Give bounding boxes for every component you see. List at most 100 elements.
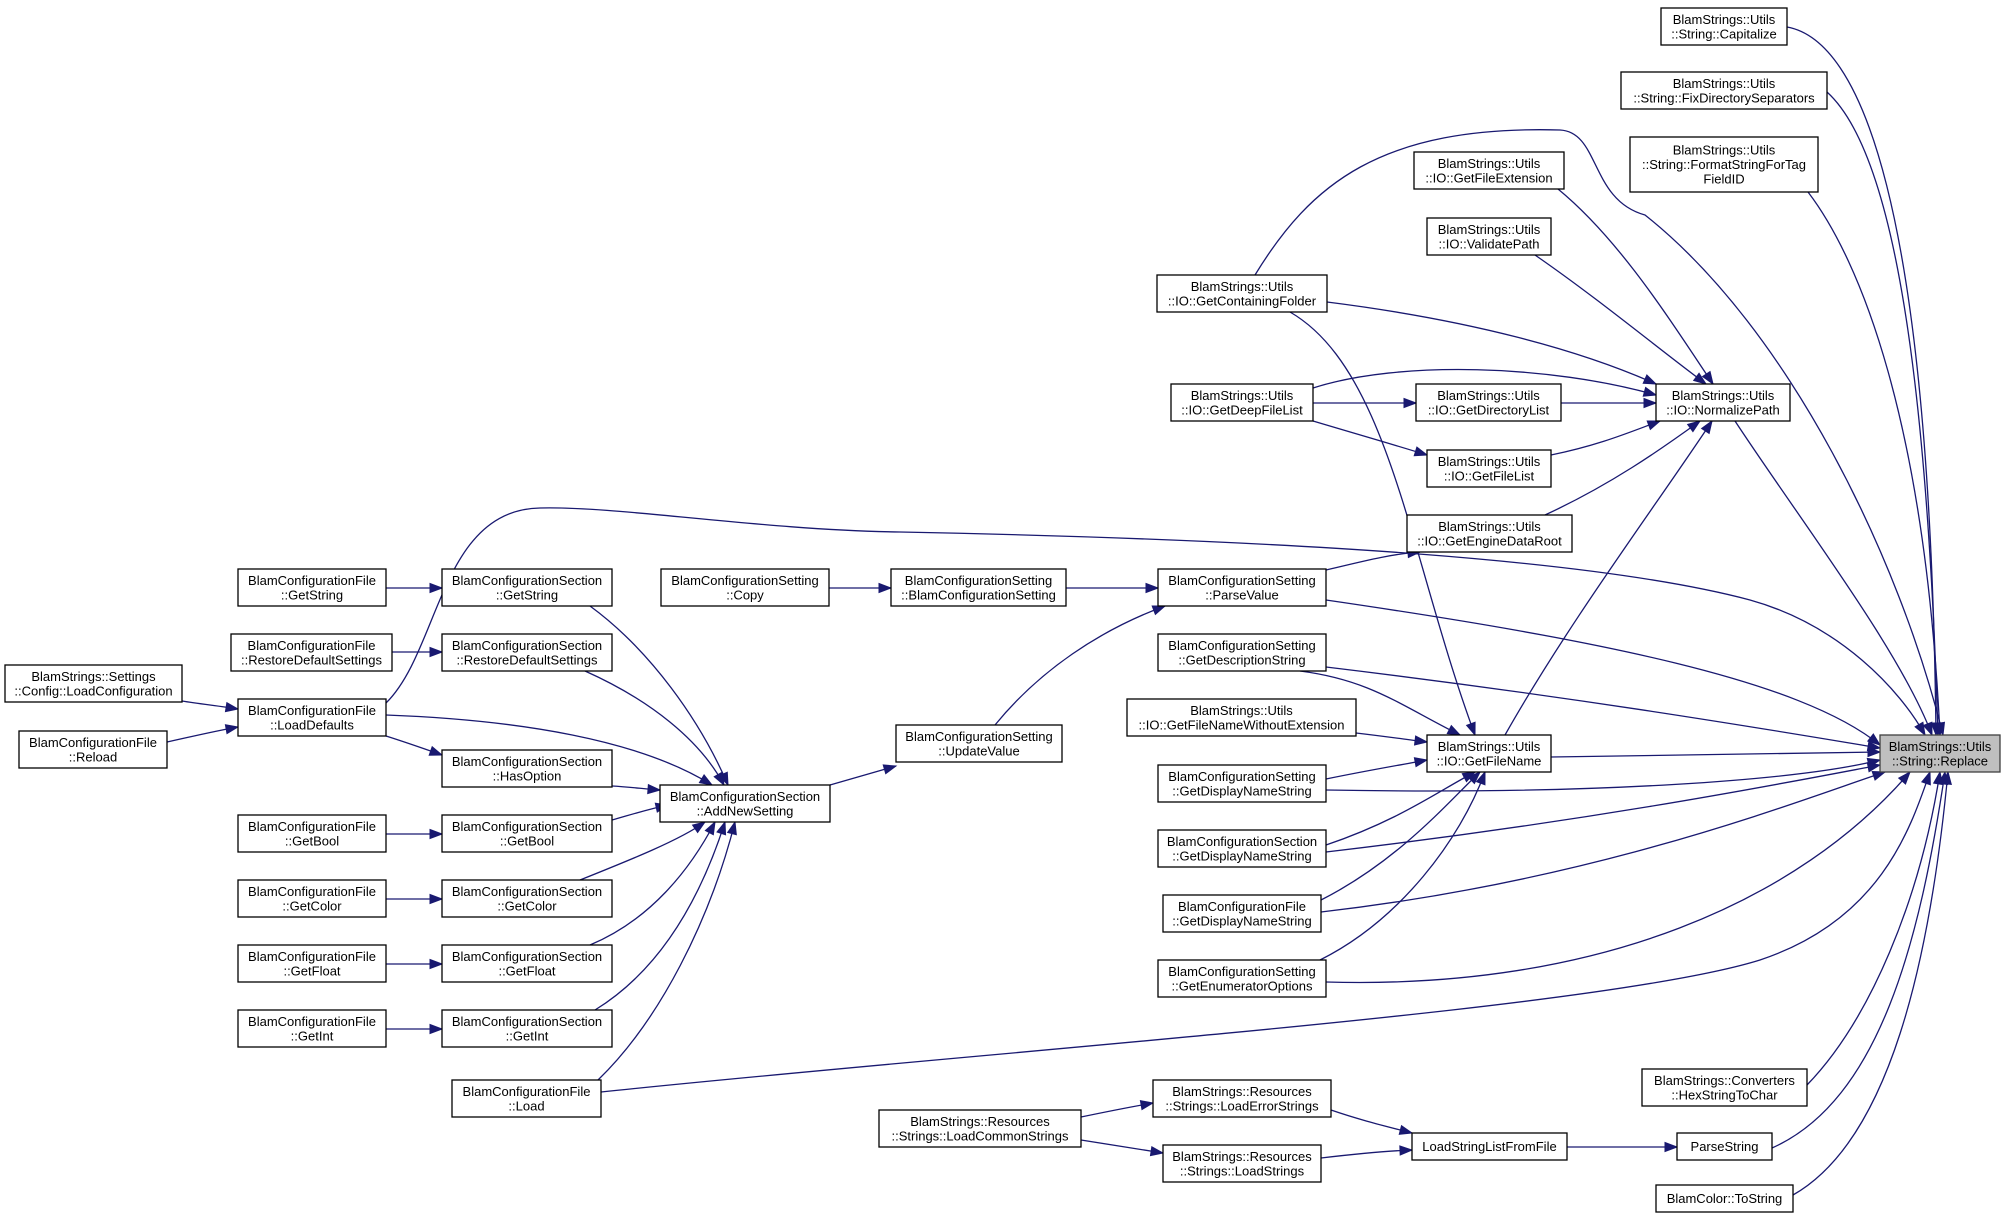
node-box <box>878 1109 1082 1148</box>
node-cs-dispname[interactable]: BlamConfigurationSection::GetDisplayName… <box>1157 829 1327 868</box>
node-getenginedataroot[interactable]: BlamStrings::Utils::IO::GetEngineDataRoo… <box>1406 514 1573 553</box>
node-cs-restore[interactable]: BlamConfigurationSection::RestoreDefault… <box>441 633 613 672</box>
edge-line <box>385 714 713 786</box>
edge-line <box>1786 26 1937 736</box>
edge-line <box>1330 1109 1413 1134</box>
arrowhead <box>1871 770 1887 781</box>
node-parsevalue[interactable]: BlamConfigurationSetting::ParseValue <box>1157 568 1327 607</box>
node-cf-getfloat[interactable]: BlamConfigurationFile::GetFloat <box>237 944 387 983</box>
node-label-line: BlamConfigurationSection <box>452 949 602 964</box>
edge-reload-to-loaddefaults <box>166 724 240 743</box>
node-box <box>1156 274 1328 313</box>
node-getfileext[interactable]: BlamStrings::Utils::IO::GetFileExtension <box>1413 151 1565 190</box>
node-hasoption[interactable]: BlamConfigurationSection::HasOption <box>441 749 613 788</box>
node-loaddefaults[interactable]: BlamConfigurationFile::LoadDefaults <box>237 698 387 737</box>
node-updatevalue[interactable]: BlamConfigurationSetting::UpdateValue <box>895 724 1063 763</box>
node-capitalize[interactable]: BlamStrings::Utils::String::Capitalize <box>1660 7 1788 46</box>
edge-line <box>1299 670 1461 736</box>
edge-line <box>589 821 716 946</box>
arrowhead <box>1642 374 1658 385</box>
arrowhead <box>1686 420 1702 433</box>
node-addnewsetting[interactable]: BlamConfigurationSection::AddNewSetting <box>659 784 831 823</box>
node-cs-getint[interactable]: BlamConfigurationSection::GetInt <box>441 1009 613 1048</box>
edge-line <box>600 771 1931 1093</box>
edge-line <box>1325 771 1911 984</box>
node-label-line: ::GetEnumeratorOptions <box>1172 978 1313 993</box>
node-getcontaining[interactable]: BlamStrings::Utils::IO::GetContainingFol… <box>1156 274 1328 313</box>
node-label-line: BlamConfigurationFile <box>248 638 376 653</box>
node-cset-ctor[interactable]: BlamConfigurationSetting::BlamConfigurat… <box>890 568 1067 607</box>
node-box <box>1157 829 1327 868</box>
node-label-line: BlamConfigurationFile <box>248 819 376 834</box>
node-getfilename[interactable]: BlamStrings::Utils::IO::GetFileName <box>1426 734 1552 773</box>
node-cs-getfloat[interactable]: BlamConfigurationSection::GetFloat <box>441 944 613 983</box>
node-loadconfig[interactable]: BlamStrings::Settings::Config::LoadConfi… <box>4 664 183 703</box>
node-normalizepath[interactable]: BlamStrings::Utils::IO::NormalizePath <box>1655 383 1791 422</box>
edge-getdeepfilelist-to-getfilelist <box>1312 420 1429 457</box>
node-getdeepfilelist[interactable]: BlamStrings::Utils::IO::GetDeepFileList <box>1170 383 1314 422</box>
node-getfilelist[interactable]: BlamStrings::Utils::IO::GetFileList <box>1426 449 1552 488</box>
node-cf-getbool[interactable]: BlamConfigurationFile::GetBool <box>237 814 387 853</box>
arrowhead <box>429 1023 444 1035</box>
arrowhead <box>878 582 893 594</box>
node-box <box>237 568 387 607</box>
node-loaderrstr[interactable]: BlamStrings::Resources::Strings::LoadErr… <box>1152 1079 1332 1118</box>
node-label-line: ::IO::GetFileList <box>1444 468 1535 483</box>
node-label-line: ::GetDisplayNameString <box>1172 783 1311 798</box>
node-box <box>237 1009 387 1048</box>
node-reload[interactable]: BlamConfigurationFile::Reload <box>18 730 168 769</box>
edge-cf_getint-to-cs_getint <box>386 1023 444 1035</box>
node-fixdir[interactable]: BlamStrings::Utils::String::FixDirectory… <box>1620 71 1828 110</box>
node-cs-getcolor[interactable]: BlamConfigurationSection::GetColor <box>441 879 613 918</box>
arrowhead <box>429 958 444 970</box>
node-cset-dispname[interactable]: BlamConfigurationSetting::GetDisplayName… <box>1157 764 1327 803</box>
edge-addnewsetting-to-updatevalue <box>829 764 898 786</box>
node-fmttag[interactable]: BlamStrings::Utils::String::FormatString… <box>1629 136 1819 193</box>
edge-colortostring-to-replace <box>1792 770 1952 1196</box>
node-cf-load[interactable]: BlamConfigurationFile::Load <box>451 1079 602 1118</box>
edge-loaderrstr-to-loadstrlist <box>1330 1109 1414 1135</box>
node-validatepath[interactable]: BlamStrings::Utils::IO::ValidatePath <box>1426 217 1552 256</box>
node-getdirlist[interactable]: BlamStrings::Utils::IO::GetDirectoryList <box>1415 383 1562 422</box>
edge-getdeepfilelist-to-normalizepath <box>1312 368 1658 397</box>
edge-line <box>1550 751 1881 758</box>
node-box <box>1157 568 1327 607</box>
arrowhead <box>428 745 444 756</box>
edge-cset_copy-to-cset_ctor <box>829 582 893 594</box>
node-cf-restore[interactable]: BlamConfigurationFile::RestoreDefaultSet… <box>230 633 393 672</box>
edge-cs_getfloat-to-addnewsetting <box>589 820 716 946</box>
edge-line <box>1807 191 1941 736</box>
node-label-line: BlamConfigurationSetting <box>1168 769 1315 784</box>
node-parsestring[interactable]: ParseString <box>1676 1132 1773 1161</box>
arrowhead <box>1145 582 1160 594</box>
node-getenumopts[interactable]: BlamConfigurationSetting::GetEnumeratorO… <box>1157 959 1327 998</box>
node-loadstrings[interactable]: BlamStrings::Resources::Strings::LoadStr… <box>1162 1144 1322 1183</box>
node-label-line: FieldID <box>1703 172 1744 187</box>
node-getfnamenoext[interactable]: BlamStrings::Utils::IO::GetFileNameWitho… <box>1126 698 1357 737</box>
node-cf-getint[interactable]: BlamConfigurationFile::GetInt <box>237 1009 387 1048</box>
node-cf-dispname[interactable]: BlamConfigurationFile::GetDisplayNameStr… <box>1162 894 1322 933</box>
node-label-line: ::IO::GetContainingFolder <box>1168 293 1317 308</box>
node-cf-getstring[interactable]: BlamConfigurationFile::GetString <box>237 568 387 607</box>
node-cs-getstring[interactable]: BlamConfigurationSection::GetString <box>441 568 613 607</box>
node-label-line: ::IO::GetFileNameWithoutExtension <box>1139 717 1345 732</box>
node-loadstrlist[interactable]: LoadStringListFromFile <box>1411 1132 1568 1161</box>
node-colortostring[interactable]: BlamColor::ToString <box>1655 1184 1794 1213</box>
node-box <box>441 879 613 918</box>
node-box <box>1406 514 1573 553</box>
node-cs-getbool[interactable]: BlamConfigurationSection::GetBool <box>441 814 613 853</box>
edge-loadstrlist-to-parsestring <box>1567 1141 1679 1153</box>
edge-cs_dispname-to-replace <box>1325 762 1882 853</box>
node-replace[interactable]: BlamStrings::Utils::String::Replace <box>1879 734 2001 773</box>
node-getdesc[interactable]: BlamConfigurationSetting::GetDescription… <box>1157 633 1327 672</box>
edge-line <box>1312 368 1657 396</box>
node-cset-copy[interactable]: BlamConfigurationSetting::Copy <box>660 568 830 607</box>
edge-getenumopts-to-getfilename <box>1319 770 1486 961</box>
node-label-line: BlamConfigurationFile <box>248 949 376 964</box>
node-cf-getcolor[interactable]: BlamConfigurationFile::GetColor <box>237 879 387 918</box>
edge-line <box>597 821 736 1081</box>
node-hexstr[interactable]: BlamStrings::Converters::HexStringToChar <box>1641 1068 1808 1107</box>
node-loadcommon[interactable]: BlamStrings::Resources::Strings::LoadCom… <box>878 1109 1082 1148</box>
node-label-line: BlamStrings::Utils <box>1438 739 1541 754</box>
arrowhead <box>1692 372 1708 385</box>
